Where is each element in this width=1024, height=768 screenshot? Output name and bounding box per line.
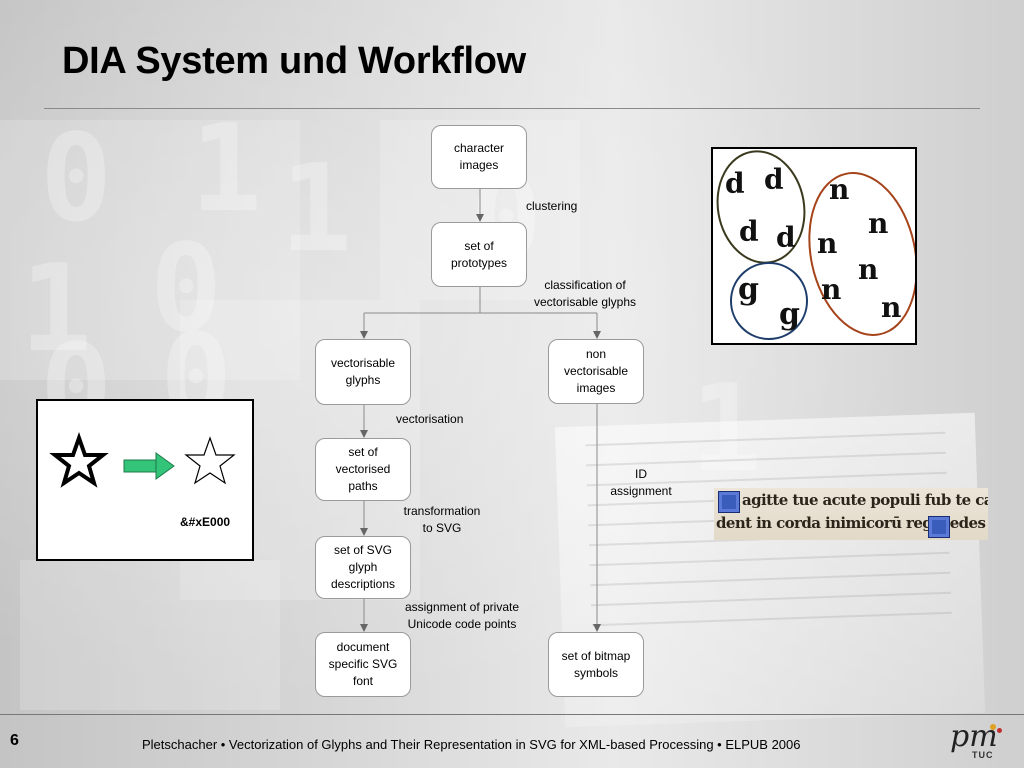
- node-set-of-prototypes: set of prototypes: [431, 222, 527, 287]
- node-svg-glyph-descriptions: set of SVG glyph descriptions: [315, 536, 411, 599]
- svg-text:d: d: [776, 221, 796, 254]
- svg-text:n: n: [881, 291, 901, 324]
- slide-number: 6: [10, 732, 19, 749]
- logo-mark: pm: [950, 719, 998, 754]
- svg-text:n: n: [817, 227, 837, 260]
- logo-subtext: TUC: [972, 750, 994, 760]
- clusters-graphic: d d d d n n n n n n g g: [716, 150, 915, 340]
- label-id-assignment: ID assignment: [610, 467, 672, 498]
- node-set-of-vectorised-paths: set of vectorised paths: [315, 438, 411, 501]
- slide-title: DIA System und Workflow: [62, 40, 526, 82]
- svg-text:n: n: [868, 207, 888, 240]
- label-clustering: clustering: [526, 199, 578, 213]
- example-illustration: [49, 431, 236, 488]
- footer-divider: [0, 714, 1024, 715]
- glyph-vectorization-example: &#xE000: [36, 399, 254, 561]
- manuscript-line-1: agitte tue acute populi fub te ca-: [742, 491, 988, 509]
- manuscript-line-2: dent in corda inimicorū regis edes: [716, 514, 986, 532]
- svg-text:d: d: [764, 163, 784, 196]
- node-svg-font: document specific SVG font: [315, 632, 411, 697]
- title-divider: [44, 108, 980, 109]
- footer-citation: Pletschacher • Vectorization of Glyphs a…: [142, 737, 801, 752]
- glyph-clusters-illustration: d d d d n n n n n n g g: [711, 147, 917, 345]
- node-bitmap-symbols: set of bitmap symbols: [548, 632, 644, 697]
- bitmap-symbol-marker: [928, 516, 950, 538]
- svg-text:d: d: [739, 215, 759, 248]
- node-character-images: character images: [431, 125, 527, 189]
- svg-text:n: n: [821, 273, 841, 306]
- label-assignment: assignment of private Unicode code point…: [404, 600, 520, 631]
- tuc-logo: pm TUC: [950, 722, 1006, 764]
- glyph-samples: d d d d n n n n n n g g: [725, 163, 901, 332]
- manuscript-sample: agitte tue acute populi fub te ca- dent …: [714, 488, 988, 540]
- star-bitmap-icon: [49, 431, 109, 488]
- svg-text:d: d: [725, 167, 745, 200]
- label-transformation: transformation to SVG: [403, 504, 481, 535]
- svg-text:n: n: [858, 253, 878, 286]
- svg-text:n: n: [829, 173, 849, 206]
- star-vector-icon: [184, 436, 236, 485]
- svg-text:g: g: [779, 297, 800, 332]
- node-non-vectorisable-images: non vectorisable images: [548, 339, 644, 404]
- cluster-g-ellipse: [730, 262, 808, 340]
- node-vectorisable-glyphs: vectorisable glyphs: [315, 339, 411, 405]
- arrow-right-icon: [123, 452, 175, 480]
- svg-text:g: g: [738, 272, 759, 307]
- private-codepoint-label: &#xE000: [180, 515, 231, 529]
- label-vectorisation: vectorisation: [396, 412, 464, 426]
- label-classification: classification of vectorisable glyphs: [533, 278, 637, 309]
- bitmap-symbol-marker: [718, 491, 740, 513]
- cluster-n-ellipse: [808, 172, 915, 336]
